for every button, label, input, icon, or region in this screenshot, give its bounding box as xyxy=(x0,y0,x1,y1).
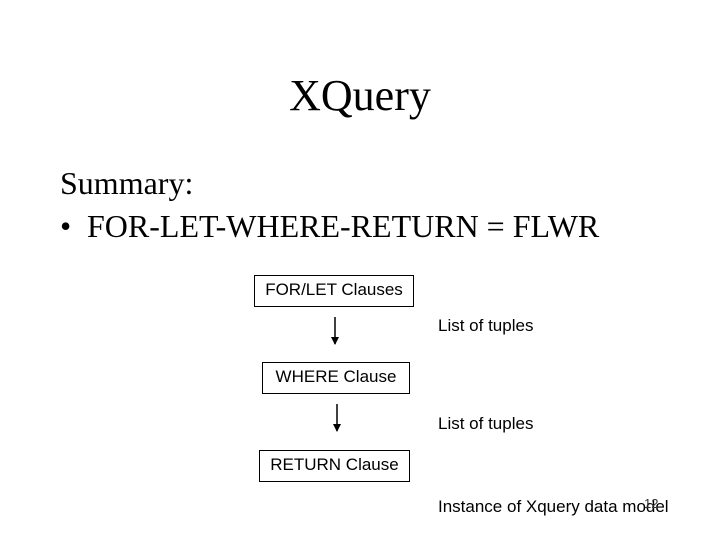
slide-title: XQuery xyxy=(289,71,431,120)
output-label-2: List of tuples xyxy=(438,414,534,433)
return-clause-box: RETURN Clause xyxy=(259,450,410,482)
bullet-symbol: • xyxy=(60,208,72,244)
for-let-clauses-box: FOR/LET Clauses xyxy=(254,275,414,307)
output-label-1: List of tuples xyxy=(438,316,534,335)
arrowhead-2 xyxy=(333,424,341,432)
bullet-item: • FOR-LET-WHERE-RETURN = FLWR xyxy=(60,207,599,245)
page-number: 12 xyxy=(644,496,659,511)
summary-label: Summary: xyxy=(60,165,194,201)
output-label-3: Instance of Xquery data model xyxy=(438,497,669,516)
bullet-text: FOR-LET-WHERE-RETURN = FLWR xyxy=(87,208,600,244)
arrowhead-1 xyxy=(331,337,339,345)
where-clause-box: WHERE Clause xyxy=(262,362,410,394)
